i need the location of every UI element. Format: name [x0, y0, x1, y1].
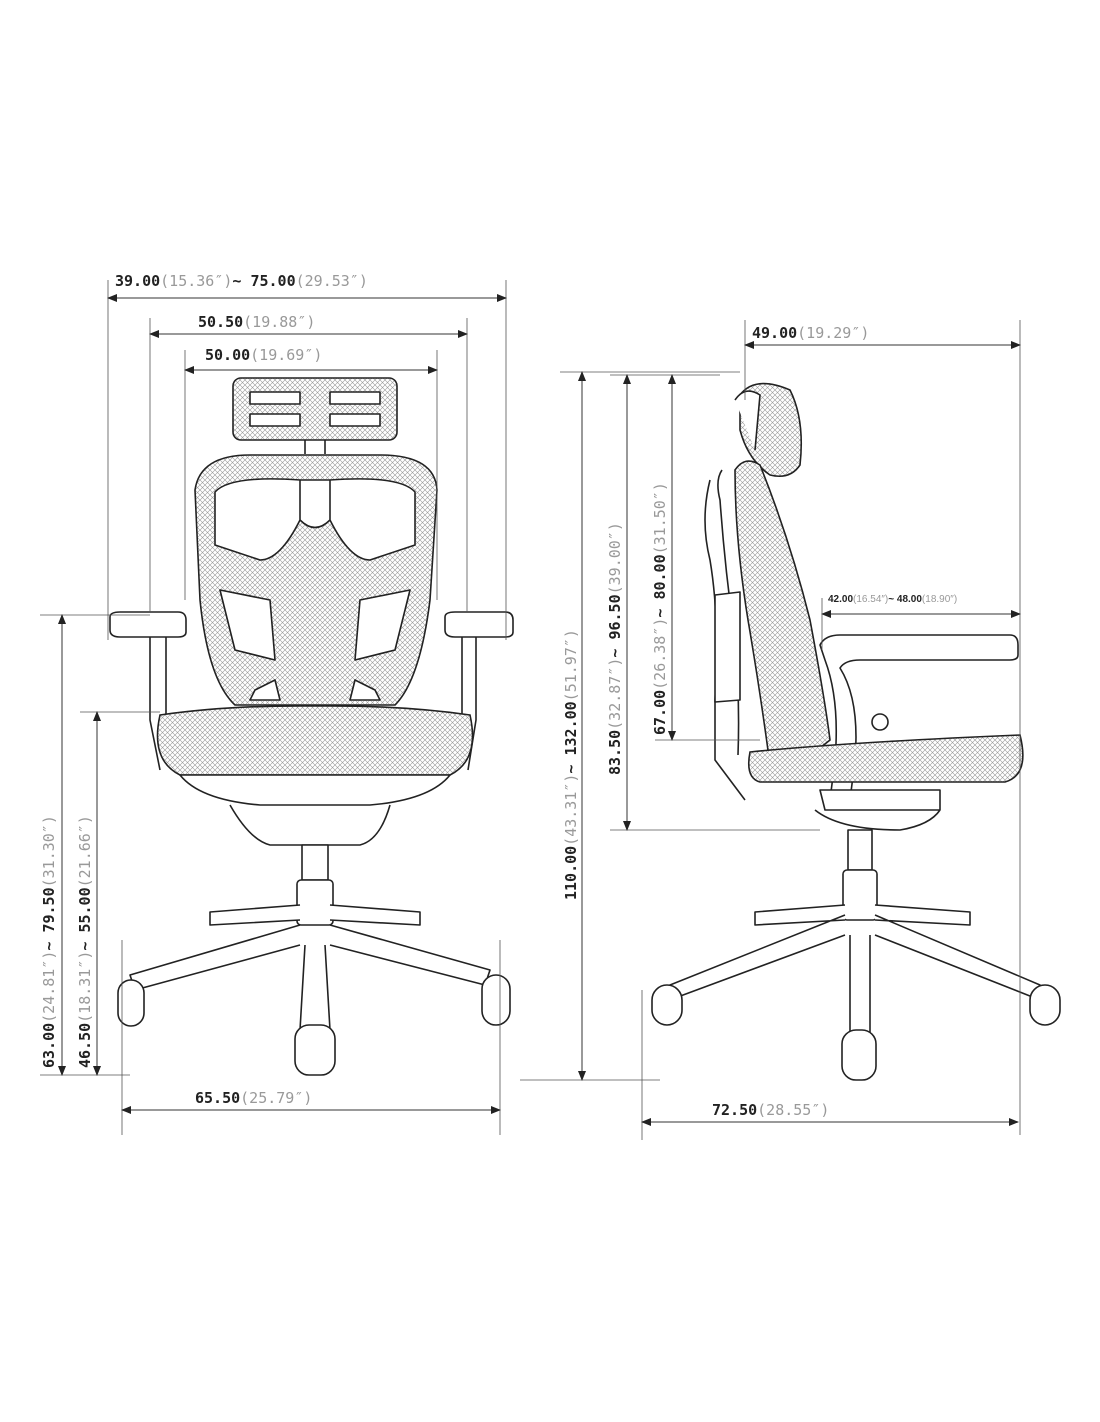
front-casters — [117, 974, 511, 1076]
backrest-frame — [214, 478, 416, 701]
seat — [156, 705, 474, 776]
side-gas-cylinder — [847, 829, 873, 871]
left-armrest — [109, 611, 187, 638]
base-depth-label: 72.50(28.55″) — [712, 1101, 829, 1119]
front-view-chair — [109, 377, 514, 1076]
dimension-lines — [40, 280, 1021, 1140]
right-armrest — [444, 611, 514, 638]
chair-depth-label: 49.00(19.29″) — [752, 324, 869, 342]
back-height-label: 83.50(32.87″)~ 96.50(39.00″) — [606, 522, 624, 775]
dimension-labels: 39.00(15.36″)~ 75.00(29.53″) 50.50(19.88… — [40, 272, 957, 1119]
side-casters — [651, 984, 1061, 1081]
seat-depth-label: 42.00(16.54″)~ 48.00(18.90″) — [828, 594, 957, 605]
lumbar-support — [714, 591, 741, 703]
gas-cylinder — [301, 844, 329, 881]
overall-width-label: 39.00(15.36″)~ 75.00(29.53″) — [115, 272, 368, 290]
side-view-chair — [651, 382, 1061, 1081]
side-base — [669, 904, 1041, 1036]
headrest-vents — [249, 391, 381, 427]
back-width-label: 50.50(19.88″) — [198, 313, 315, 331]
side-backrest — [734, 460, 831, 766]
seat-width-label: 50.00(19.69″) — [205, 346, 322, 364]
backrest-height-label: 67.00(26.38″)~ 80.00(31.50″) — [651, 482, 669, 735]
seat-height-label: 46.50(18.31″)~ 55.00(21.66″) — [76, 815, 94, 1068]
headrest — [232, 377, 398, 441]
base-width-label: 65.50(25.79″) — [195, 1089, 312, 1107]
overall-height-label: 110.00(43.31″)~ 132.00(51.97″) — [562, 629, 580, 900]
armrest-height-label: 63.00(24.81″)~ 79.50(31.30″) — [40, 815, 58, 1068]
